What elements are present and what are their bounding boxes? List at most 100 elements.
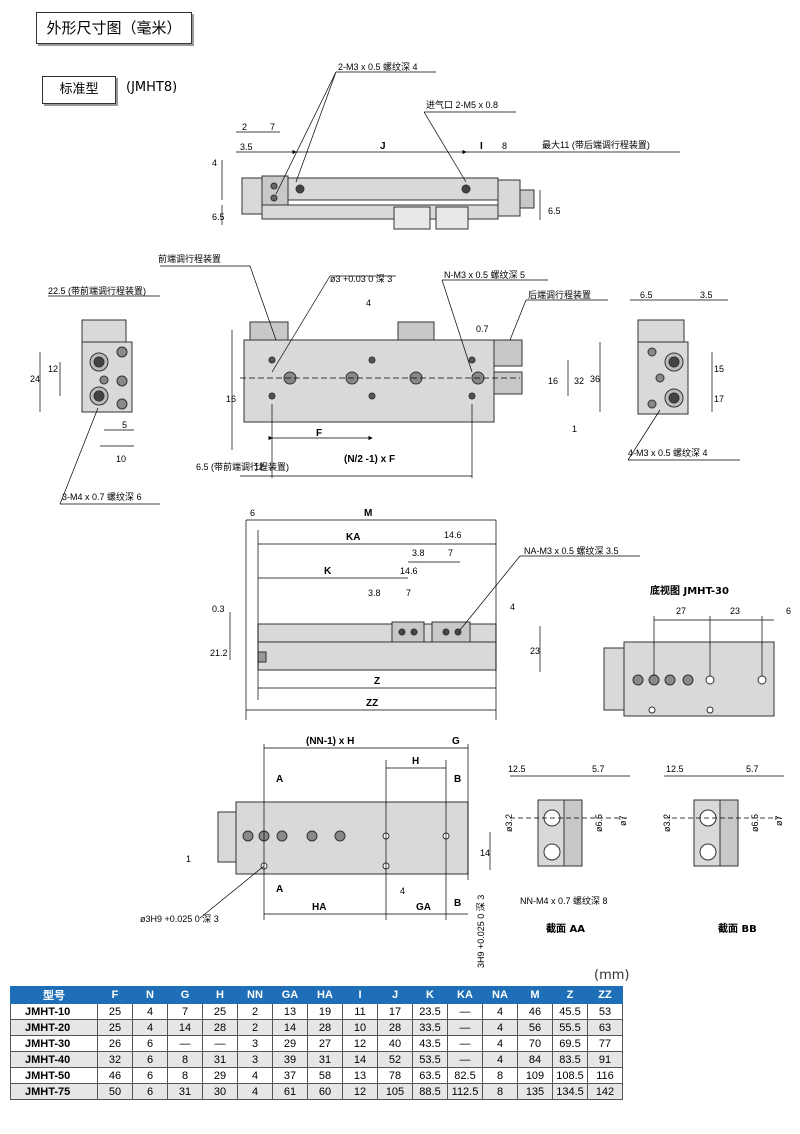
table-cell: 4: [132, 1019, 168, 1036]
table-cell: 6: [132, 1035, 168, 1052]
table-cell: 14: [167, 1019, 203, 1036]
table-cell: 84: [517, 1051, 553, 1068]
dim-14-6-b: 14.6: [400, 566, 418, 576]
table-cell: 3: [237, 1035, 273, 1052]
table-cell: 70: [517, 1035, 553, 1052]
dim-10: 10: [116, 454, 126, 464]
dim-16: 16: [548, 376, 558, 386]
table-cell: 77: [587, 1035, 623, 1052]
top-view-dims: [221, 71, 680, 225]
dim-14-6-a: 14.6: [444, 530, 462, 540]
table-cell: 31: [167, 1083, 203, 1100]
table-cell: 53: [587, 1003, 623, 1020]
table-cell: 14: [342, 1051, 378, 1068]
top-side-view: [241, 175, 535, 230]
table-cell: 6: [132, 1067, 168, 1084]
table-header-row: 型号 F N G H NN GA HA I J K KA NA M Z ZZ: [10, 986, 623, 1004]
bb-phi-6-5: ø6.5: [750, 814, 760, 832]
m4-note: 3-M4 x 0.7 螺纹深 6: [62, 491, 142, 502]
dim-3-5-re: 3.5: [700, 290, 713, 300]
table-cell: 28: [377, 1019, 413, 1036]
dim-I: I: [480, 141, 483, 152]
bb-phi-3-2: ø3.2: [662, 814, 672, 832]
table-cell: 23.5: [412, 1003, 448, 1020]
table-cell: 25: [97, 1019, 133, 1036]
model-cell: JMHT-20: [10, 1019, 98, 1036]
aa-12-5: 12.5: [508, 764, 526, 774]
pin-hole-note: ø3 +0.03 0 深 3: [330, 274, 392, 284]
dim-23: 23: [530, 646, 540, 656]
table-cell: 12: [342, 1083, 378, 1100]
section-bb: [693, 799, 739, 867]
dim-6-front: 6: [250, 508, 255, 518]
bb-12-5: 12.5: [666, 764, 684, 774]
table-cell: 13: [342, 1067, 378, 1084]
table-cell: 29: [272, 1035, 308, 1052]
table-cell: 91: [587, 1051, 623, 1068]
unit-label: (mm): [594, 968, 630, 983]
col-header: I: [342, 986, 378, 1004]
dim-6-5-left: 6.5: [212, 212, 225, 222]
dim-4-lower: 4: [400, 886, 405, 896]
na-screw-note: NA-M3 x 0.5 螺纹深 3.5: [524, 545, 619, 556]
col-header: H: [202, 986, 238, 1004]
table-cell: 61: [272, 1083, 308, 1100]
table-cell: 134.5: [552, 1083, 588, 1100]
nn-screw-note: NN-M4 x 0.7 螺纹深 8: [520, 895, 608, 906]
table-cell: 45.5: [552, 1003, 588, 1020]
standard-type-label: 标准型: [42, 76, 116, 104]
dim-A-top: A: [276, 774, 283, 785]
col-header: NA: [482, 986, 518, 1004]
col-header: Z: [552, 986, 588, 1004]
table-cell: 13: [272, 1003, 308, 1020]
bottom-view-title: 底视图 JMHT-30: [650, 584, 729, 597]
model-cell: JMHT-30: [10, 1035, 98, 1052]
table-cell: 6: [132, 1083, 168, 1100]
table-cell: 55.5: [552, 1019, 588, 1036]
table-cell: 142: [587, 1083, 623, 1100]
table-cell: 40: [377, 1035, 413, 1052]
dim-24: 24: [30, 374, 40, 384]
dim-4-top: 4: [212, 158, 217, 168]
table-cell: —: [167, 1035, 203, 1052]
table-cell: 83.5: [552, 1051, 588, 1068]
table-cell: 10: [342, 1019, 378, 1036]
model-cell: JMHT-10: [10, 1003, 98, 1020]
right-end-view: [637, 319, 689, 415]
main-top-view: [243, 321, 523, 423]
dim-B-top: B: [454, 774, 461, 785]
dim-H: H: [412, 756, 419, 767]
dim-1-main: 1: [572, 424, 577, 434]
table-cell: 4: [132, 1003, 168, 1020]
dim-GA: GA: [416, 902, 431, 913]
table-cell: 60: [307, 1083, 343, 1100]
dim-36: 36: [590, 374, 600, 384]
dim-7: 7: [270, 122, 275, 132]
dim-23-b: 23: [730, 606, 740, 616]
front-6-5-note: 6.5 (带前端调行程装置): [196, 461, 289, 472]
col-header: HA: [307, 986, 343, 1004]
left-end-view: [81, 319, 133, 413]
dim-3-5: 3.5: [240, 142, 253, 152]
table-cell: 135: [517, 1083, 553, 1100]
dim-16-left: 16: [226, 394, 236, 404]
dim-K: K: [324, 566, 332, 577]
table-cell: 4: [482, 1051, 518, 1068]
dim-Z: Z: [374, 676, 380, 687]
col-header: NN: [237, 986, 273, 1004]
section-bb-label: 截面 BB: [718, 922, 757, 935]
dim-A-bot: A: [276, 884, 283, 895]
max11-note: 最大11 (带后端调行程装置): [542, 139, 650, 150]
col-header: G: [167, 986, 203, 1004]
table-cell: 19: [307, 1003, 343, 1020]
n-screw-note: N-M3 x 0.5 螺纹深 5: [444, 269, 525, 280]
m3-note: 4-M3 x 0.5 螺纹深 4: [628, 447, 708, 458]
inlet-note: 进气口 2-M5 x 0.8: [426, 99, 498, 110]
table-cell: 8: [167, 1051, 203, 1068]
bb-phi-7: ø7: [774, 815, 784, 826]
dim-4-main: 4: [366, 298, 371, 308]
